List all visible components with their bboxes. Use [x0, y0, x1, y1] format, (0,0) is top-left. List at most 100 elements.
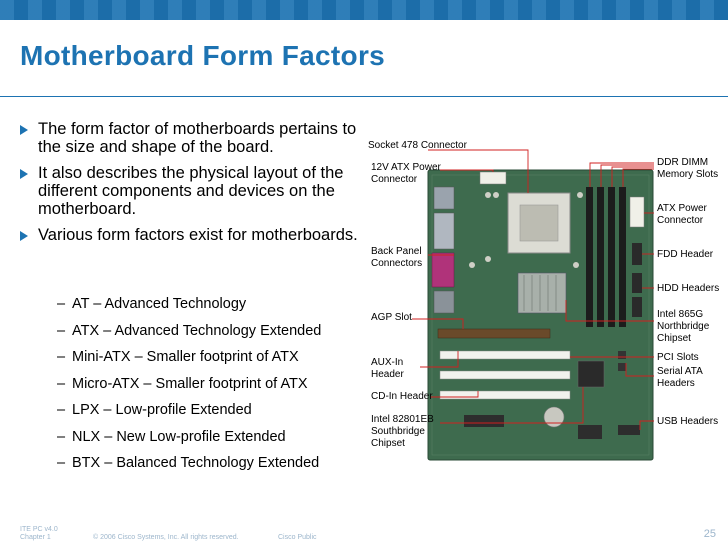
- motherboard-diagram: Socket 478 Connector 12V ATX Power Conne…: [368, 125, 723, 470]
- label-line: 12V ATX Power: [371, 162, 441, 173]
- atx-power-shape: [629, 196, 645, 228]
- form-factor-text: Mini-ATX – Smaller footprint of ATX: [72, 349, 299, 365]
- footer-classification: Cisco Public: [278, 534, 317, 541]
- form-factor-text: ATX – Advanced Technology Extended: [72, 322, 322, 339]
- motherboard-illustration: [412, 149, 654, 461]
- dimm-slot: [619, 187, 626, 327]
- dash-marker: –: [57, 455, 66, 471]
- dimm-slot: [586, 187, 593, 327]
- label-line: Header: [371, 369, 404, 380]
- form-factor-text: NLX – New Low-profile Extended: [72, 428, 286, 445]
- label-cd-in: CD-In Header: [371, 391, 433, 402]
- label-line: Chipset: [657, 333, 691, 344]
- cpu-socket-inner: [519, 204, 559, 242]
- back-panel-lan: [433, 290, 455, 314]
- bullet-text: It also describes the physical layout of…: [38, 164, 344, 218]
- footer-course: ITE PC v4.0 Chapter 1: [20, 526, 58, 542]
- form-factor-text: LPX – Low-profile Extended: [72, 402, 252, 418]
- label-line: Intel 865G: [657, 309, 704, 320]
- footer-copyright: © 2006 Cisco Systems, Inc. All rights re…: [93, 534, 239, 541]
- dash-marker: –: [57, 349, 66, 365]
- board-trace: [431, 174, 650, 456]
- board-pcb: [427, 169, 654, 461]
- bullet-item: Various form factors exist for motherboa…: [20, 226, 365, 244]
- dash-marker: –: [57, 402, 66, 418]
- label-ddr-dimm: DDR DIMM Memory Slots: [657, 157, 718, 181]
- footer-course-line: Chapter 1: [20, 534, 51, 541]
- northbridge-heatsink: [517, 272, 567, 314]
- label-12v-atx-power: 12V ATX Power Connector: [371, 162, 441, 186]
- label-line: Back Panel: [371, 246, 422, 257]
- label-socket-478: Socket 478 Connector: [368, 140, 467, 151]
- capacitors: [469, 192, 583, 268]
- bullet-arrow-icon: [20, 169, 28, 179]
- pci-slot-shape: [439, 370, 571, 380]
- bullet-text: The form factor of motherboards pertains…: [38, 120, 357, 156]
- label-hdd-headers: HDD Headers: [657, 283, 720, 294]
- dimm-slot: [608, 187, 615, 327]
- label-agp-slot: AGP Slot: [371, 312, 412, 323]
- slide-title: Motherboard Form Factors: [20, 40, 386, 71]
- form-factor-list: –AT – Advanced Technology –ATX – Advance…: [57, 296, 321, 482]
- label-fdd-header: FDD Header: [657, 249, 714, 260]
- back-panel-usb: [433, 212, 455, 250]
- form-factor-text: AT – Advanced Technology: [72, 296, 247, 312]
- label-back-panel: Back Panel Connectors: [371, 246, 422, 270]
- usb-header-shape: [618, 425, 640, 435]
- label-line: Connectors: [371, 258, 423, 269]
- dash-marker: –: [57, 296, 66, 312]
- footer-course-line: ITE PC v4.0: [20, 526, 58, 533]
- heatsink-fins: [523, 275, 557, 311]
- bullet-text: Various form factors exist for motherboa…: [38, 226, 358, 244]
- label-line: Connector: [371, 174, 418, 185]
- pci-slot-shape: [439, 390, 571, 400]
- bullet-item: The form factor of motherboards pertains…: [20, 120, 365, 156]
- label-line: Northbridge: [657, 321, 710, 332]
- atx12v-connector-shape: [479, 171, 507, 185]
- title-divider: [0, 96, 728, 97]
- dash-marker: –: [57, 375, 66, 392]
- form-factor-text: BTX – Balanced Technology Extended: [72, 455, 320, 471]
- dash-marker: –: [57, 322, 66, 339]
- form-factor-item: –ATX – Advanced Technology Extended: [57, 323, 321, 350]
- page-number: 25: [703, 528, 716, 540]
- label-atx-power: ATX Power Connector: [657, 203, 707, 227]
- label-line: Connector: [657, 215, 704, 226]
- form-factor-item: –LPX – Low-profile Extended: [57, 402, 321, 429]
- label-line: Chipset: [371, 438, 405, 449]
- bullet-item: It also describes the physical layout of…: [20, 164, 365, 218]
- label-serial-ata: Serial ATA Headers: [657, 366, 703, 390]
- label-line: ATX Power: [657, 203, 707, 214]
- label-usb-headers: USB Headers: [657, 416, 719, 427]
- fdd-header-shape: [632, 243, 642, 265]
- form-factor-item: –AT – Advanced Technology: [57, 296, 321, 323]
- dimm-slot: [597, 187, 604, 327]
- back-panel-ps2: [433, 186, 455, 210]
- label-southbridge: Intel 82801EB Southbridge Chipset: [371, 414, 434, 450]
- callout-lines: [412, 149, 654, 430]
- chip-shape: [464, 415, 504, 427]
- chip-shape: [578, 425, 602, 439]
- label-aux-in: AUX-In Header: [371, 357, 404, 381]
- sata-header-shape: [618, 363, 626, 371]
- label-line: Serial ATA: [657, 366, 703, 377]
- label-line: AUX-In: [371, 357, 404, 368]
- dash-marker: –: [57, 428, 66, 445]
- bullet-arrow-icon: [20, 231, 28, 241]
- form-factor-item: –BTX – Balanced Technology Extended: [57, 455, 321, 482]
- form-factor-item: –Micro-ATX – Smaller footprint of ATX: [57, 376, 321, 403]
- top-banner: [0, 0, 728, 20]
- label-line: DDR DIMM: [657, 157, 709, 168]
- label-line: Intel 82801EB: [371, 414, 434, 425]
- hdd-header-shape: [632, 273, 642, 293]
- form-factor-text: Micro-ATX – Smaller footprint of ATX: [72, 375, 308, 392]
- label-pci-slots: PCI Slots: [657, 352, 699, 363]
- form-factor-item: –Mini-ATX – Smaller footprint of ATX: [57, 349, 321, 376]
- bullet-list: The form factor of motherboards pertains…: [20, 120, 365, 252]
- sata-header-shape: [618, 351, 626, 359]
- hdd-header-shape: [632, 297, 642, 317]
- cmos-battery: [543, 406, 565, 428]
- agp-slot-shape: [437, 328, 551, 339]
- bullet-arrow-icon: [20, 125, 28, 135]
- back-panel-parallel: [431, 252, 455, 288]
